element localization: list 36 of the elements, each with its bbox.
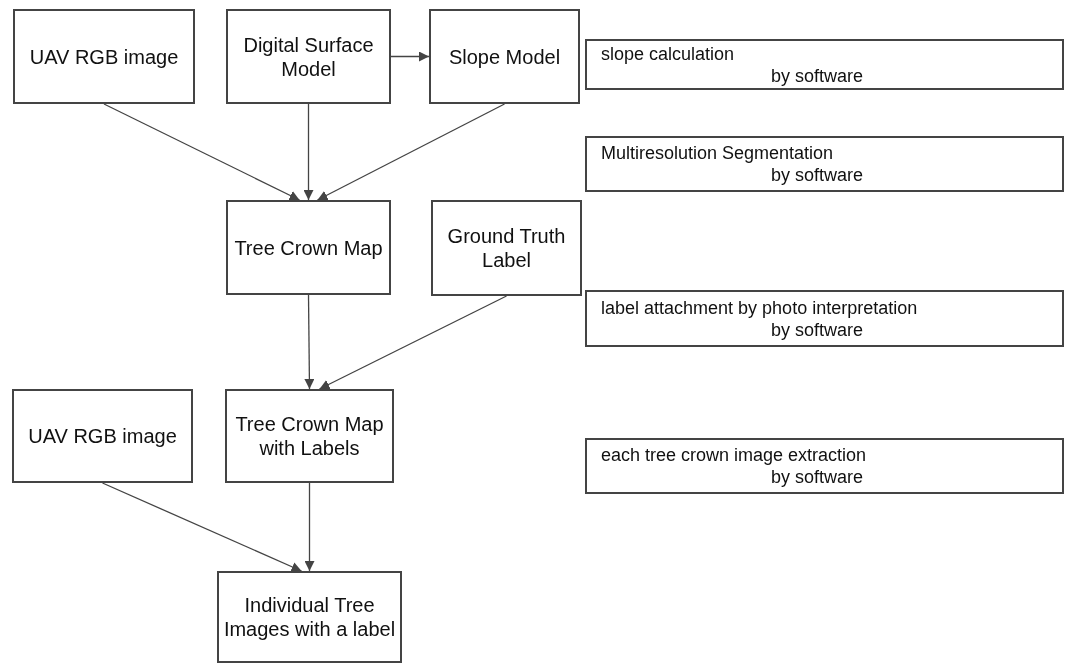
step-description: Multiresolution Segmentation <box>601 142 835 164</box>
arrow <box>316 103 506 201</box>
box-label: Tree Crown Map <box>234 235 383 260</box>
step-description: slope calculation <box>601 42 736 65</box>
box-label: UAV RGB image <box>28 424 177 448</box>
process-box <box>225 389 394 483</box>
process-box <box>13 9 195 104</box>
box-label: UAV RGB image <box>29 44 179 69</box>
process-box <box>431 200 582 296</box>
process-box <box>12 389 193 483</box>
process-box <box>226 200 391 295</box>
arrow <box>103 103 301 201</box>
process-box <box>585 39 1064 90</box>
box-label: Slope Model <box>448 44 561 69</box>
box-label: Individual Tree Images with a label <box>223 593 396 641</box>
process-box <box>585 290 1064 347</box>
process-box <box>585 136 1064 192</box>
arrow <box>318 295 508 390</box>
arrow <box>304 482 315 572</box>
process-box <box>585 438 1064 494</box>
arrow <box>303 103 314 201</box>
box-label: Ground Truth Label <box>446 224 567 272</box>
process-box <box>429 9 580 104</box>
process-box <box>217 571 402 663</box>
arrow <box>101 482 303 572</box>
arrow <box>390 51 430 62</box>
tool-note: by software <box>770 64 865 87</box>
box-label: Tree Crown Map with Labels <box>234 412 385 460</box>
arrow <box>304 294 315 390</box>
tool-note: by software <box>770 466 865 488</box>
box-label: Digital Surface Model <box>242 32 375 81</box>
process-box <box>226 9 391 104</box>
tool-note: by software <box>770 164 865 186</box>
step-description: each tree crown image extraction <box>601 444 868 466</box>
tool-note: by software <box>770 318 865 341</box>
step-description: label attachment by photo interpretation <box>601 296 919 319</box>
